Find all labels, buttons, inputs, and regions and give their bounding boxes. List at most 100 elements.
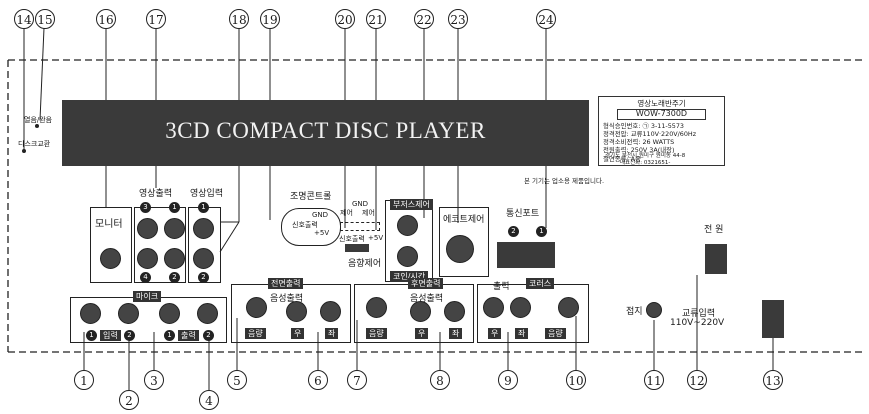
spec-phone: 대표전화: 0321651- (620, 160, 671, 166)
video-in-port-2: 2 (198, 272, 209, 283)
monitor-jack (100, 248, 121, 269)
control-buttons-box (385, 200, 433, 282)
callout-18: 18 (229, 9, 249, 29)
callout-14: 14 (14, 9, 34, 29)
mic-out-jack-1 (159, 303, 180, 324)
spec-address: 경기도 부천시 원미구 원미동 44-8 (605, 153, 686, 159)
mic-out-port-2: 2 (203, 330, 214, 341)
mic-in-jack-1 (80, 303, 101, 324)
connector-signal-out: 신호출력 (339, 235, 365, 243)
video-out-port-2: 2 (169, 272, 180, 283)
spec-plate: 영상노래반주기 WOW-7300D 형식승인번호: ㉠ 3-11-5573 정격… (598, 96, 725, 166)
callout-17: 17 (146, 9, 166, 29)
callout-8: 8 (430, 370, 450, 390)
front-left-label: 좌 (325, 328, 339, 339)
video-out-title: 영상출력 (139, 189, 173, 199)
monitor-label: 모니터 (95, 219, 123, 230)
lighting-5v: +5V (314, 229, 330, 237)
lighting-gnd: GND (312, 211, 329, 219)
video-in-port-1: 1 (198, 202, 209, 213)
front-output-label: 전면출력 (268, 278, 304, 289)
chorus-right-jack (483, 297, 504, 318)
chorus-right-label: 우 (488, 328, 502, 339)
callout-15: 15 (35, 9, 55, 29)
video-out-box (134, 207, 186, 283)
callout-23: 23 (448, 9, 468, 29)
comm-port-pin-2: 2 (508, 226, 519, 237)
video-out-port-4: 4 (140, 272, 151, 283)
callout-9: 9 (498, 370, 518, 390)
comm-port-title: 통신포트 (506, 209, 540, 219)
spec-line: 정격소비전력: 26 WATTS (603, 138, 675, 147)
video-out-jack-3 (137, 218, 158, 239)
callout-3: 3 (144, 370, 164, 390)
ground-terminal (646, 302, 662, 318)
callout-22: 22 (414, 9, 434, 29)
output-label: 출력 (493, 282, 510, 292)
spec-model: WOW-7300D (617, 109, 706, 120)
video-in-jack-1 (193, 218, 214, 239)
mic-out-jack-2 (197, 303, 218, 324)
commercial-notice: 본 기기는 업소용 제품입니다. (524, 177, 605, 185)
chorus-left-jack (510, 297, 531, 318)
callout-1: 1 (74, 370, 94, 390)
echo-control-knob (446, 235, 474, 263)
connector-socket (345, 244, 369, 252)
mic-in-label: 입력 (100, 330, 121, 341)
rear-audio-label: 음성출력 (410, 294, 444, 304)
connector-gnd: GND (352, 200, 369, 208)
mic-in-port-1: 1 (86, 330, 97, 341)
rear-left-label: 좌 (449, 328, 463, 339)
comm-port-socket (497, 242, 555, 268)
lighting-title: 조명콘트롤 (290, 192, 332, 202)
mic-label: 마이크 (133, 291, 162, 302)
chorus-volume-jack (558, 297, 579, 318)
lamp-label: 열음/완음 (24, 116, 53, 124)
front-volume-jack (246, 297, 267, 318)
disc-change-indicator (22, 149, 26, 153)
banner-title: 3CD COMPACT DISC PLAYER (165, 118, 486, 143)
ac-input-voltage: 110V~220V (670, 318, 725, 328)
callout-19: 19 (260, 9, 280, 29)
power-switch (705, 244, 727, 274)
comm-port-pin-1: 1 (536, 226, 547, 237)
callout-7: 7 (347, 370, 367, 390)
connector-5v: +5V (368, 234, 384, 242)
callout-13: 13 (763, 370, 783, 390)
spec-line: 형식승인번호: ㉠ 3-11-5573 (603, 121, 684, 130)
front-volume-label: 음량 (245, 328, 266, 339)
front-right-label: 우 (291, 328, 305, 339)
connector-control-b: 제어 (362, 209, 375, 217)
mic-in-jack-2 (118, 303, 139, 324)
callout-2: 2 (119, 390, 139, 410)
connector-control-a: 제어 (340, 209, 353, 217)
mic-out-port-1: 1 (164, 330, 175, 341)
buzzer-control-label: 부저스제어 (390, 199, 433, 210)
buzzer-control-knob (397, 215, 418, 236)
power-title: 전 원 (704, 225, 724, 235)
spec-title: 영상노래반주기 (637, 99, 686, 108)
rear-left-jack (444, 301, 465, 322)
callout-6: 6 (308, 370, 328, 390)
coin-time-label: 코인/시간 (390, 271, 429, 282)
chorus-left-label: 좌 (515, 328, 529, 339)
rear-right-jack (410, 301, 431, 322)
spec-line: 절연종류: A종 (603, 154, 641, 163)
chorus-volume-label: 음량 (545, 328, 566, 339)
video-out-jack-2 (164, 248, 185, 269)
spec-line: 전원출력: 250V 3A(내장) (603, 146, 675, 155)
callout-21: 21 (366, 9, 386, 29)
lighting-signal-out: 신호출력 (292, 221, 318, 229)
callout-20: 20 (335, 9, 355, 29)
front-banner: 3CD COMPACT DISC PLAYER (62, 100, 589, 166)
front-audio-label: 음성출력 (270, 294, 304, 304)
mic-in-port-2: 2 (124, 330, 135, 341)
sound-control-label: 음향제어 (348, 259, 382, 269)
callout-16: 16 (96, 9, 116, 29)
video-out-port-1: 1 (169, 202, 180, 213)
echo-control-box (439, 207, 489, 277)
coin-time-knob (397, 246, 418, 267)
ac-input-label: 교류입력 (682, 309, 716, 319)
rear-right-label: 우 (415, 328, 429, 339)
